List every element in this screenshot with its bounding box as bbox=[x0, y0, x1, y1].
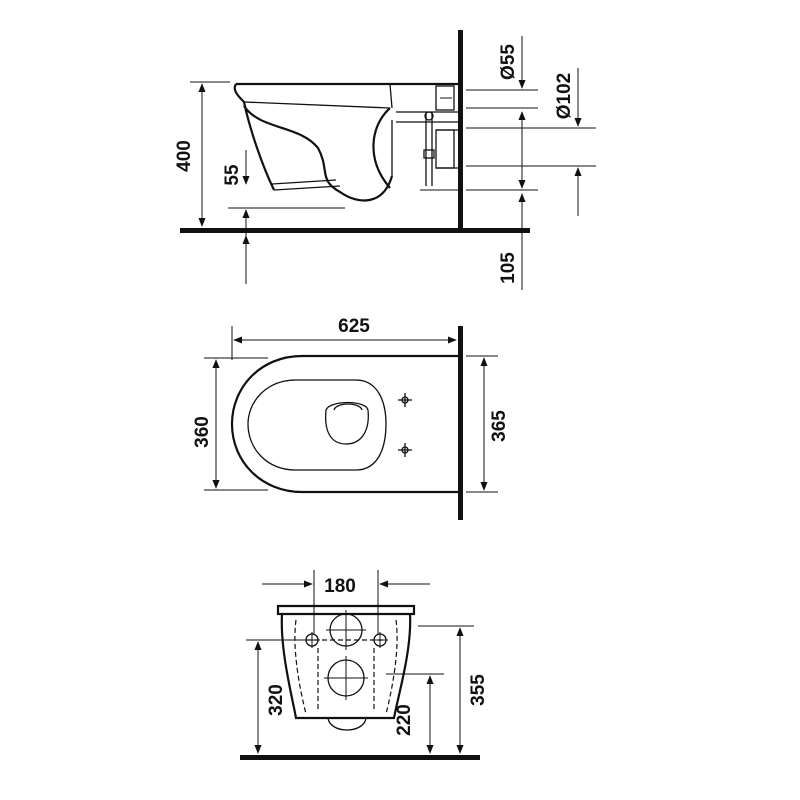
side-floor bbox=[180, 228, 530, 233]
dim-320: 320 bbox=[246, 639, 306, 754]
dim-180: 180 bbox=[262, 570, 430, 634]
dim-180-label: 180 bbox=[324, 576, 356, 597]
dim-220: 220 bbox=[386, 673, 444, 754]
dim-105: 105 bbox=[242, 189, 538, 290]
front-fixing-bolts bbox=[304, 632, 388, 648]
dim-625-label: 625 bbox=[338, 316, 370, 337]
dim-220-label: 220 bbox=[394, 704, 415, 736]
dim-400: 400 bbox=[174, 81, 230, 227]
dim-625: 625 bbox=[231, 316, 457, 360]
dim-o102-label: Ø102 bbox=[554, 73, 575, 119]
dim-o102: Ø102 bbox=[466, 68, 596, 216]
dim-360: 360 bbox=[192, 357, 268, 491]
dim-55: 55 bbox=[222, 150, 345, 260]
top-fixing-points bbox=[398, 393, 412, 457]
top-view: 625 360 365 bbox=[192, 316, 510, 520]
dim-400-label: 400 bbox=[174, 140, 195, 172]
dim-o55: Ø55 bbox=[466, 36, 538, 109]
side-bowl bbox=[233, 82, 458, 202]
front-floor bbox=[240, 755, 480, 760]
side-wall bbox=[458, 30, 463, 232]
dim-365: 365 bbox=[466, 355, 510, 493]
top-wall bbox=[458, 326, 463, 520]
dim-55-label: 55 bbox=[222, 164, 243, 186]
dim-355: 355 bbox=[418, 625, 489, 754]
dim-355-label: 355 bbox=[468, 674, 489, 706]
dim-360-label: 360 bbox=[192, 416, 213, 448]
front-view: 180 320 220 355 bbox=[240, 570, 489, 760]
dim-365-label: 365 bbox=[489, 410, 510, 442]
dim-105-label: 105 bbox=[498, 252, 519, 284]
side-view: 400 55 105 Ø55 Ø102 bbox=[174, 30, 596, 290]
dim-o55-label: Ø55 bbox=[498, 44, 519, 80]
dim-320-label: 320 bbox=[266, 684, 287, 716]
